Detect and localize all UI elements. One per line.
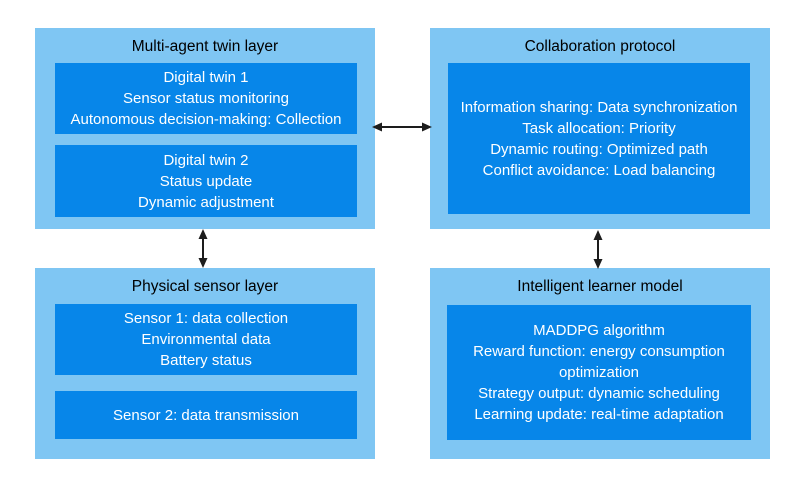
inner-box-collaboration-details: Information sharing: Data synchronizatio… <box>448 63 750 214</box>
text-line: Sensor 2: data transmission <box>113 406 299 424</box>
text-line: Sensor 1: data collection <box>123 310 289 327</box>
text-line: Reward function: energy consumption opti… <box>473 343 725 381</box>
inner-box-sensor-2: Sensor 2: data transmission <box>55 391 357 439</box>
box-title: Multi-agent twin layer <box>131 38 279 55</box>
text-line: Battery status <box>160 352 252 369</box>
inner-box-digital-twin-2: Digital twin 2 Status update Dynamic adj… <box>55 145 357 217</box>
box-multi-agent-twin-layer: Multi-agent twin layer Digital twin 1 Se… <box>35 28 375 229</box>
text-line: Dynamic adjustment <box>138 193 274 211</box>
text-line: Information sharing: Data synchronizatio… <box>460 98 738 116</box>
text-line: Strategy output: dynamic scheduling <box>478 385 720 402</box>
box-physical-sensor-layer: Physical sensor layer Sensor 1: data col… <box>35 268 375 459</box>
text-line: Task allocation: Priority <box>522 119 676 137</box>
text-line: Conflict avoidance: Load balancing <box>482 161 716 179</box>
box-title: Collaboration protocol <box>524 38 676 55</box>
inner-box-sensor-1: Sensor 1: data collection Environmental … <box>55 304 357 375</box>
inner-box-learner-details: MADDPG algorithm Reward function: energy… <box>447 305 751 440</box>
box-title: Physical sensor layer <box>131 278 279 295</box>
box-collaboration-protocol: Collaboration protocol Information shari… <box>430 28 770 229</box>
text-line: Digital twin 1 <box>163 69 249 86</box>
text-line: Learning update: real-time adaptation <box>474 406 724 423</box>
text-line: Status update <box>159 172 253 190</box>
text-line: Autonomous decision-making: Collection <box>70 111 342 128</box>
text-line: Digital twin 2 <box>163 151 249 169</box>
inner-box-digital-twin-1: Digital twin 1 Sensor status monitoring … <box>55 63 357 134</box>
box-title: Intelligent learner model <box>517 278 683 295</box>
double-arrow-vertical-left-icon <box>198 229 208 268</box>
double-arrow-vertical-right-icon <box>593 230 603 269</box>
double-arrow-horizontal-icon <box>372 122 432 132</box>
box-intelligent-learner-model: Intelligent learner model MADDPG algorit… <box>430 268 770 459</box>
text-line: Sensor status monitoring <box>123 90 289 107</box>
text-line: MADDPG algorithm <box>533 322 665 339</box>
text-line: Dynamic routing: Optimized path <box>490 140 708 158</box>
text-line: Environmental data <box>141 331 271 348</box>
